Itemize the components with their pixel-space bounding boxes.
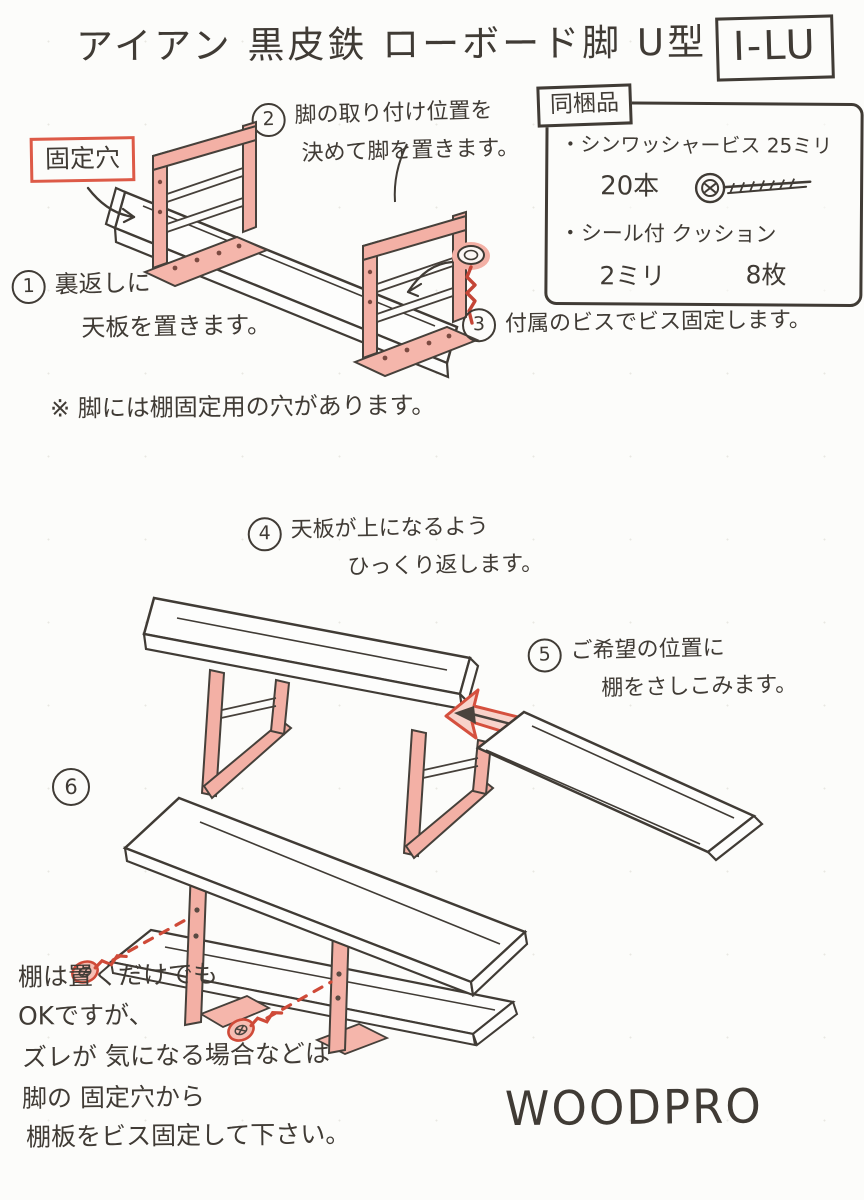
shelf-board-drawing [475,710,764,862]
step-6-number: 6 [52,768,90,806]
left-leg [201,669,292,799]
step-3: 3 付属のビスでビス固定します。 [461,304,811,343]
shelf-fixing-drawing [71,796,529,1055]
flipped-table-drawing [104,121,478,379]
shelf-hole-note: ※ 脚には棚固定用の穴があります。 [49,391,436,423]
included-item-cushion-name: ・シール付 クッション [559,220,777,247]
fixing-hole-label: 固定穴 [29,136,136,184]
step-1-line1: 裏返しに [54,268,151,299]
step-3-line1: 付属のビスでビス固定します。 [504,307,811,337]
step-3-number: 3 [461,307,497,343]
fixing-screw-icon [227,1010,284,1042]
screw-pointer-arrow [406,260,454,298]
included-item-screw-qty: 20本 [600,171,660,202]
included-items-box: ・シンワッシャービス 25ミリ 20本 ・シール付 クッション 2ミリ 8枚 [544,100,864,308]
model-code-box: I-LU [715,14,835,82]
page-title: アイアン 黒皮鉄 ローボード脚 U型 [75,20,708,69]
screw-icon [694,172,812,204]
footer-note-line4: 脚の 固定穴から [21,1082,206,1113]
screw-highlight-icon [452,242,490,325]
footer-note-line5: 棚板をビス固定して下さい。 [25,1119,351,1152]
footer-note-line1: 棚は置くだけでも [17,959,219,992]
included-items-label: 同梱品 [536,83,633,128]
footer-note-line3: ズレが 気になる場合などは [21,1038,331,1073]
included-item-screw-name: ・シンワッシャービス 25ミリ [560,131,833,158]
included-item-cushion-qty: 8枚 [745,260,787,290]
step-6: 6 [52,768,99,806]
step-5-number: 5 [527,638,563,673]
step-1-number: 1 [11,269,46,305]
woodpro-logo: WOODPRO [504,1078,764,1137]
fixing-hole-arrow [86,186,136,224]
step-1: 1 裏返しに 天板を置きます。 [11,266,271,345]
included-item-cushion-size: 2ミリ [599,261,666,291]
step-5-line1: ご希望の位置に [570,635,725,664]
footer-note-line2: OKですが、 [17,1000,154,1031]
step-1-line2: 天板を置きます。 [81,310,272,343]
